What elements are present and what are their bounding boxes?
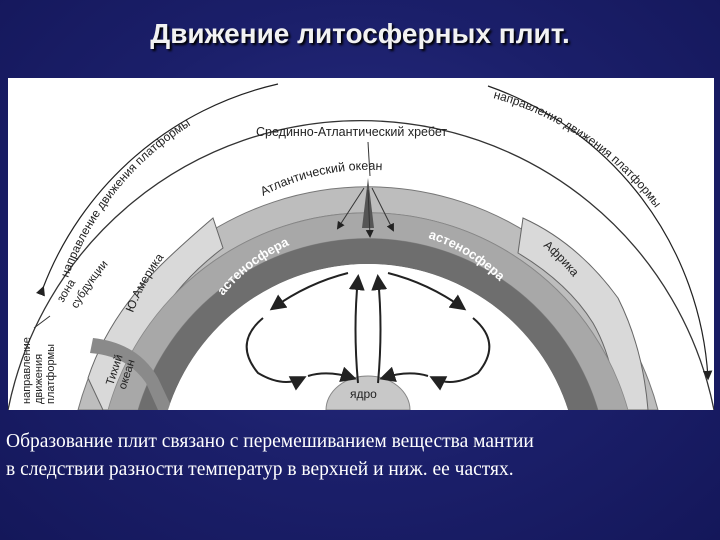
africa-continent [517, 217, 649, 410]
mantle [168, 264, 568, 410]
core [325, 375, 411, 410]
globe-outline [8, 120, 714, 410]
convection-arrow [429, 317, 491, 391]
caption-line: Образование плит связано с перемешивание… [6, 431, 534, 452]
convection-arrow [269, 272, 349, 311]
convection-arrow [379, 366, 429, 382]
core-label: ядро [350, 387, 377, 401]
svg-text:движения: движения [33, 354, 45, 404]
svg-text:платформы: платформы [45, 344, 57, 404]
convection-arrow [307, 366, 357, 382]
convection-arrow [371, 274, 388, 384]
subducting-slab [90, 338, 173, 410]
ridge-rift [362, 178, 374, 228]
motion-arrow-left [35, 83, 279, 297]
caption-line: в следствии разности температур в верхне… [6, 459, 514, 480]
convection-arrow [348, 274, 365, 384]
convection-arrow [387, 272, 467, 311]
plate-tectonics-diagram: Срединно-Атлантический хребет Атлантичес… [8, 78, 714, 410]
platform-direction-bottom-left-label: направление движения платформы [21, 337, 57, 404]
platform-direction-right-label: направление движения платформы [492, 87, 664, 210]
convection-arrow [245, 317, 307, 391]
ridge-label: Срединно-Атлантический хребет [256, 125, 447, 139]
slide-title: Движение литосферных плит. [150, 18, 570, 49]
asthenosphere-layer [138, 238, 598, 410]
svg-text:направление: направление [21, 337, 33, 404]
motion-arrow-right [487, 85, 713, 381]
slide-caption: Образование плит связано с перемешивание… [6, 428, 714, 484]
